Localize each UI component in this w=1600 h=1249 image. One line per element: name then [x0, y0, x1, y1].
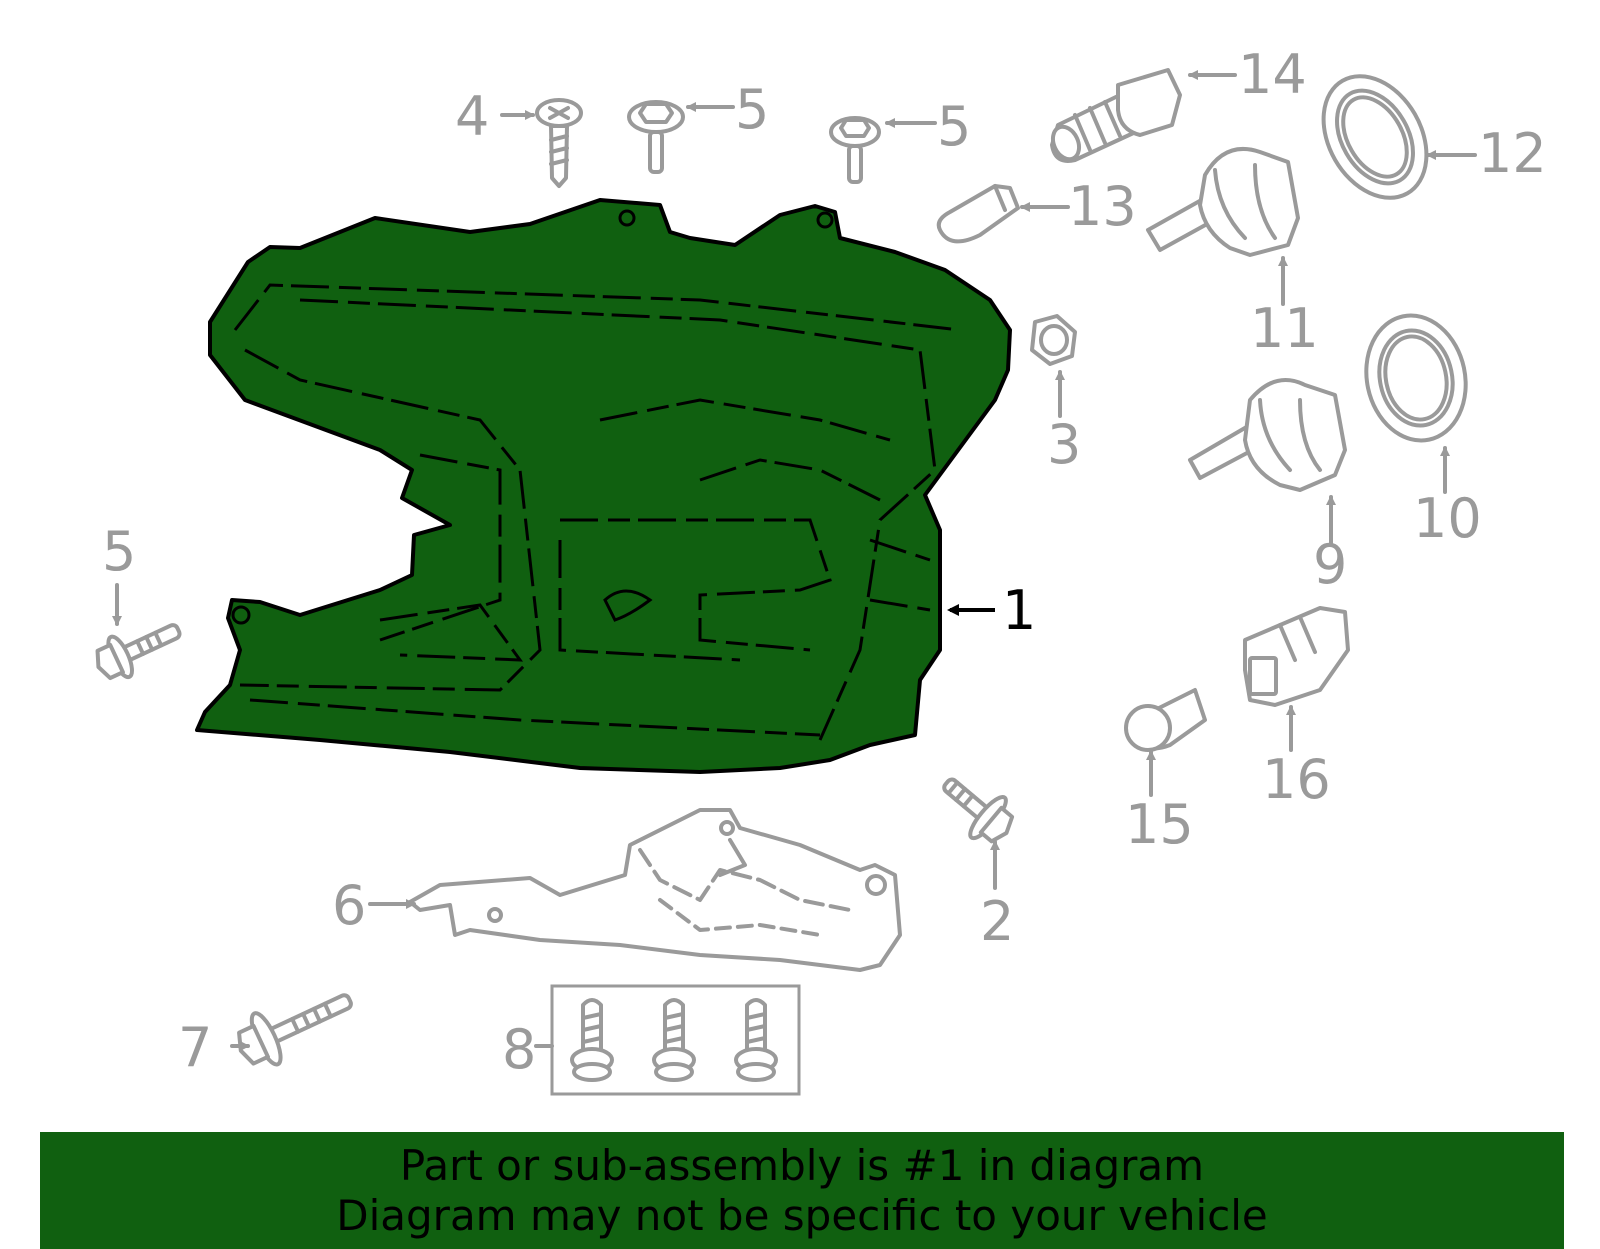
callout-3[interactable]: 3 — [1047, 413, 1081, 476]
callout-14[interactable]: 14 — [1238, 43, 1307, 106]
screw-8a — [570, 998, 614, 1082]
bulb-part-9[interactable] — [1188, 378, 1347, 492]
callout-10[interactable]: 10 — [1413, 487, 1482, 550]
bulb-part-15[interactable] — [1124, 688, 1207, 752]
callout-7[interactable]: 7 — [178, 1016, 212, 1079]
callout-8[interactable]: 8 — [502, 1018, 536, 1081]
leader-arrows — [112, 70, 1477, 1051]
footer-banner: Part or sub-assembly is #1 in diagram Di… — [40, 1132, 1564, 1249]
callout-5-top-a[interactable]: 5 — [735, 78, 769, 141]
bolt-part-5-left[interactable] — [89, 610, 187, 687]
callout-11[interactable]: 11 — [1250, 297, 1319, 360]
headlamp-assembly-part[interactable] — [195, 198, 1012, 774]
socket-part-14[interactable] — [1048, 68, 1182, 163]
callout-5-top-b[interactable]: 5 — [937, 95, 971, 158]
bulb-part-13[interactable] — [936, 184, 1020, 244]
callout-15[interactable]: 15 — [1125, 793, 1194, 856]
seal-part-10[interactable] — [1355, 306, 1477, 450]
banner-line-1: Part or sub-assembly is #1 in diagram — [399, 1140, 1205, 1190]
banner-line-2: Diagram may not be specific to your vehi… — [336, 1190, 1268, 1240]
screw-set-part-8[interactable] — [550, 984, 801, 1096]
callout-4[interactable]: 4 — [455, 85, 489, 148]
screw-part-5-top-a[interactable] — [627, 100, 685, 174]
callout-6[interactable]: 6 — [332, 874, 366, 937]
callout-2[interactable]: 2 — [980, 890, 1014, 953]
bolt-part-7[interactable] — [229, 975, 361, 1076]
seal-part-12[interactable] — [1303, 58, 1448, 217]
nut-part-3[interactable] — [1030, 314, 1077, 366]
screw-part-5-top-b[interactable] — [829, 116, 881, 184]
callout-9[interactable]: 9 — [1313, 533, 1347, 596]
callout-16[interactable]: 16 — [1262, 748, 1331, 811]
callout-labels: 1 2 3 4 5 5 5 6 7 8 9 10 11 12 13 14 15 … — [102, 43, 1547, 1081]
headlamp-body — [195, 198, 1012, 774]
callout-13[interactable]: 13 — [1068, 175, 1137, 238]
callout-12[interactable]: 12 — [1478, 122, 1547, 185]
callout-1[interactable]: 1 — [1002, 579, 1036, 642]
screw-8b — [652, 998, 696, 1082]
bolt-part-2[interactable] — [930, 763, 1023, 853]
screw-part-4[interactable] — [535, 98, 583, 188]
callout-5-left[interactable]: 5 — [102, 520, 136, 583]
screw-8c — [734, 998, 778, 1082]
bulb-part-11[interactable] — [1146, 146, 1300, 257]
bracket-part-6[interactable] — [408, 808, 902, 972]
socket-part-16[interactable] — [1243, 606, 1350, 707]
